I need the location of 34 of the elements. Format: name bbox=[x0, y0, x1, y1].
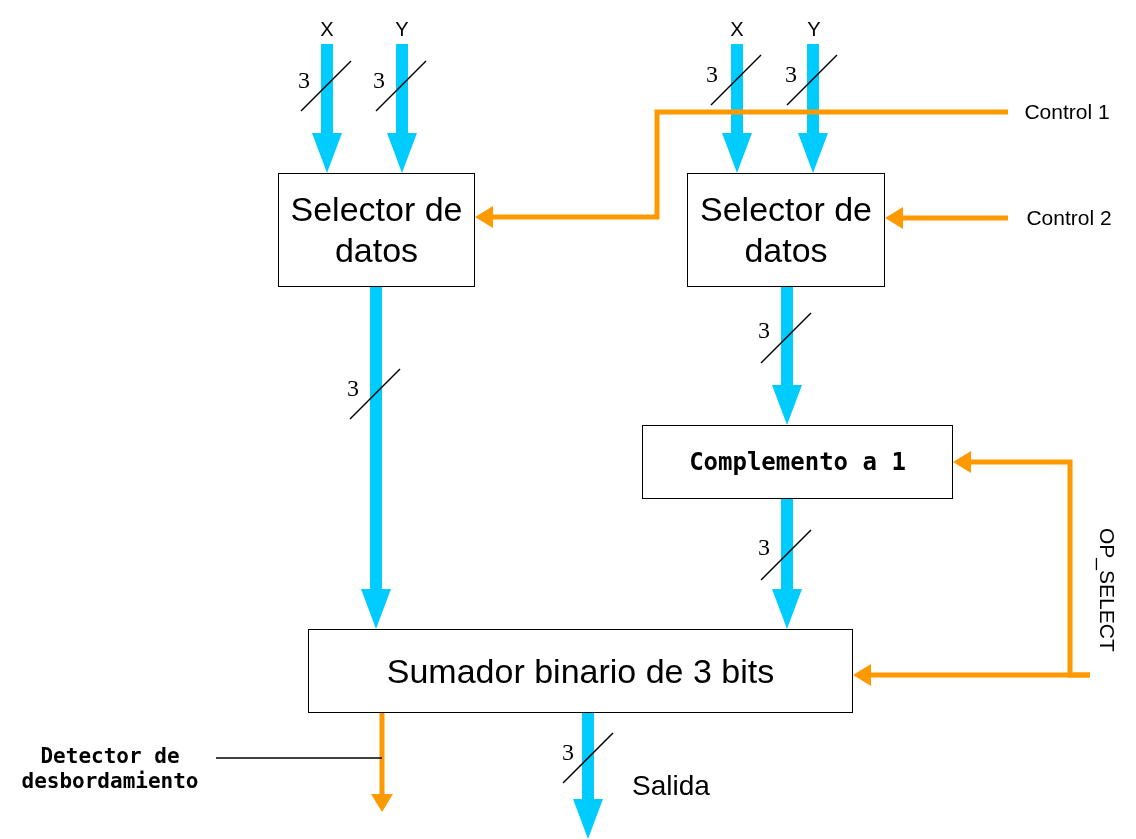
arrow bbox=[798, 44, 828, 173]
block-box: Selector de datos bbox=[278, 173, 475, 287]
edge-label: 3 bbox=[373, 68, 385, 92]
arrow bbox=[573, 713, 603, 839]
arrow bbox=[853, 664, 1090, 686]
edge-label: 3 bbox=[562, 740, 574, 764]
arrow bbox=[361, 287, 391, 629]
arrow bbox=[371, 713, 393, 812]
signal-label: X bbox=[722, 14, 752, 44]
block-box: Selector de datos bbox=[687, 173, 885, 287]
signal-label: Control 2 bbox=[1008, 203, 1130, 233]
arrow bbox=[312, 44, 342, 173]
leader-line bbox=[215, 757, 383, 759]
arrow bbox=[722, 44, 752, 173]
block-box: Complemento a 1 bbox=[642, 425, 953, 499]
arrow bbox=[772, 287, 802, 425]
signal-label: OP_SELECT bbox=[1090, 500, 1124, 680]
signal-label: X bbox=[312, 14, 342, 44]
edge-label: 3 bbox=[347, 376, 359, 400]
arrow bbox=[475, 109, 1008, 228]
signal-label: Y bbox=[799, 14, 829, 44]
arrow bbox=[885, 207, 1008, 229]
arrow bbox=[387, 44, 417, 173]
edge-label: 3 bbox=[785, 62, 797, 86]
signal-label: Detector de desbordamiento bbox=[4, 734, 216, 804]
edge-label: 3 bbox=[758, 318, 770, 342]
arrow bbox=[772, 499, 802, 629]
block-box: Sumador binario de 3 bits bbox=[308, 629, 853, 713]
edge-label: 3 bbox=[706, 62, 718, 86]
edge-label: 3 bbox=[298, 68, 310, 92]
signal-label: Y bbox=[387, 14, 417, 44]
signal-label: Control 1 bbox=[1008, 97, 1126, 127]
edge-label: 3 bbox=[758, 535, 770, 559]
signal-label: Salida bbox=[632, 770, 710, 802]
